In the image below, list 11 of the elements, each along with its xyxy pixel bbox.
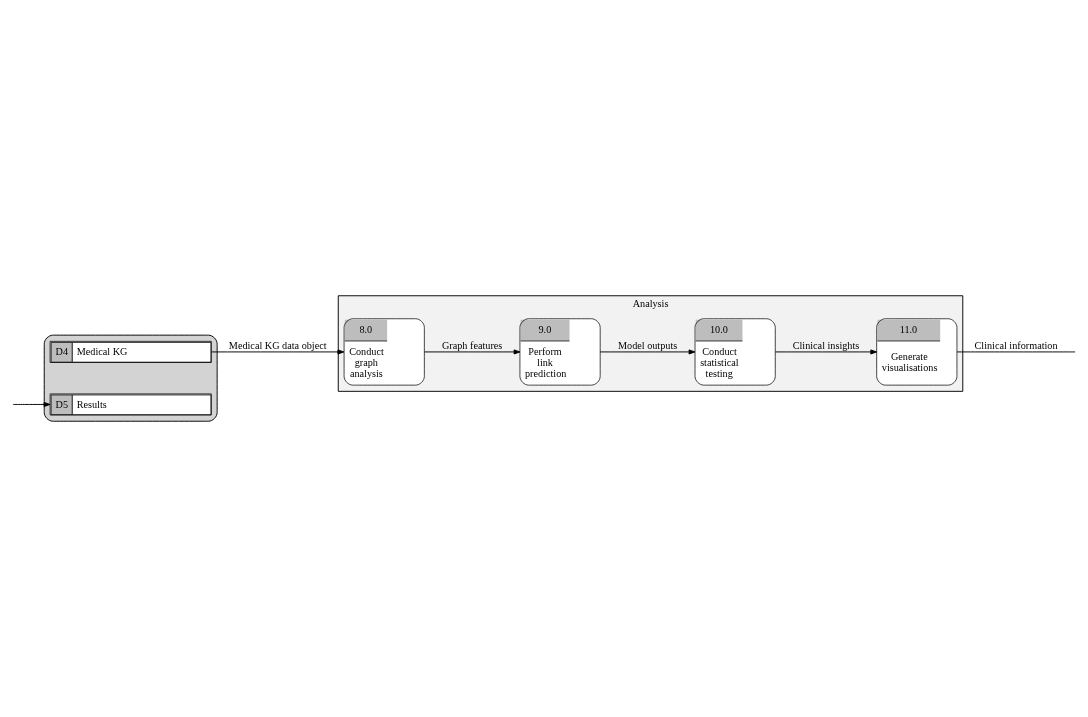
edge-label: Clinical information <box>974 340 1058 352</box>
arrow <box>599 349 696 355</box>
edge-label: Graph features <box>441 340 503 352</box>
arrow <box>774 349 878 355</box>
edge-label: Clinical insights <box>792 340 860 352</box>
edge-label: Medical KG data object <box>228 340 327 352</box>
arrow <box>424 349 521 355</box>
edge-label: Model outputs <box>617 340 678 352</box>
arrow <box>12 401 51 407</box>
arrow <box>211 349 345 355</box>
connector <box>956 351 1076 353</box>
